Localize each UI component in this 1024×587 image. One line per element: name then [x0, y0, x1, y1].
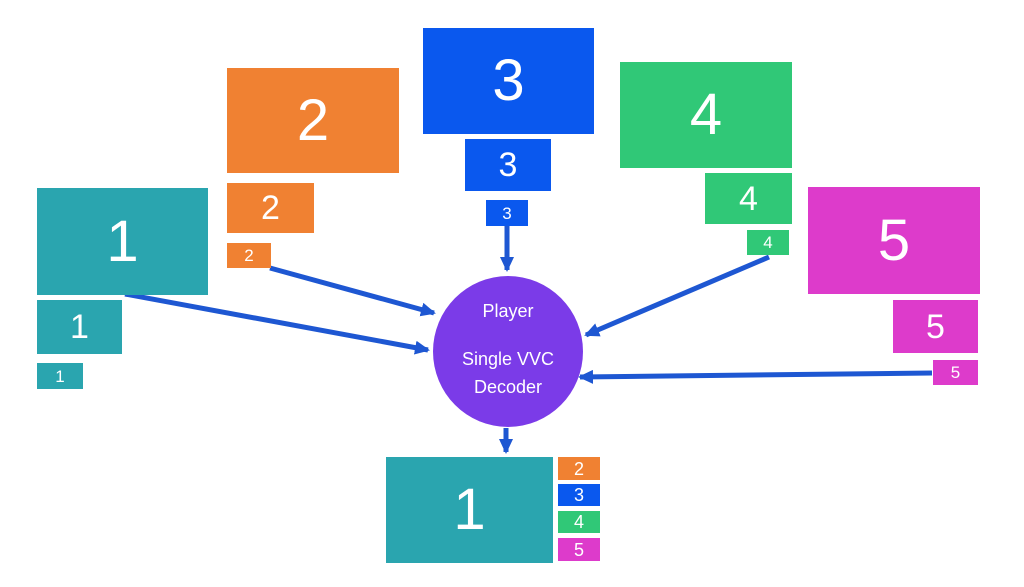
stream2-small-tile: 2 [227, 243, 271, 268]
output-tile-4: 4 [558, 511, 600, 533]
stream5-medium-tile: 5 [893, 300, 978, 353]
output-tile-3: 3 [558, 484, 600, 506]
arrow-stream4-to-decoder [584, 254, 770, 338]
output-main-tile: 1 [386, 457, 553, 563]
decoder-title: Player [482, 301, 534, 322]
decoder-subtitle: Single VVC Decoder [462, 346, 554, 402]
stream3-medium-tile: 3 [465, 139, 551, 191]
stream2-large-tile: 2 [227, 68, 399, 173]
decoder-circle: Player Single VVC Decoder [433, 276, 583, 427]
stream1-medium-tile: 1 [37, 300, 122, 354]
decoder-subtitle-line2: Decoder [473, 377, 543, 397]
stream1-small-tile: 1 [37, 363, 83, 389]
arrow-stream5-to-decoder [578, 369, 933, 384]
arrow-stream2-to-decoder [269, 265, 436, 317]
stream5-large-tile: 5 [808, 187, 980, 294]
output-tile-2: 2 [558, 457, 600, 480]
stream4-large-tile: 4 [620, 62, 792, 168]
stream5-small-tile: 5 [933, 360, 978, 385]
stream4-small-tile: 4 [747, 230, 789, 255]
stream3-small-tile: 3 [486, 200, 528, 226]
stream4-medium-tile: 4 [705, 173, 792, 224]
stream1-large-tile: 1 [37, 188, 208, 295]
decoder-subtitle-line1: Single VVC [461, 349, 555, 370]
stream3-large-tile: 3 [423, 28, 594, 134]
output-tile-5: 5 [558, 538, 600, 561]
arrow-stream1-to-decoder [124, 291, 430, 355]
stream2-medium-tile: 2 [227, 183, 314, 233]
